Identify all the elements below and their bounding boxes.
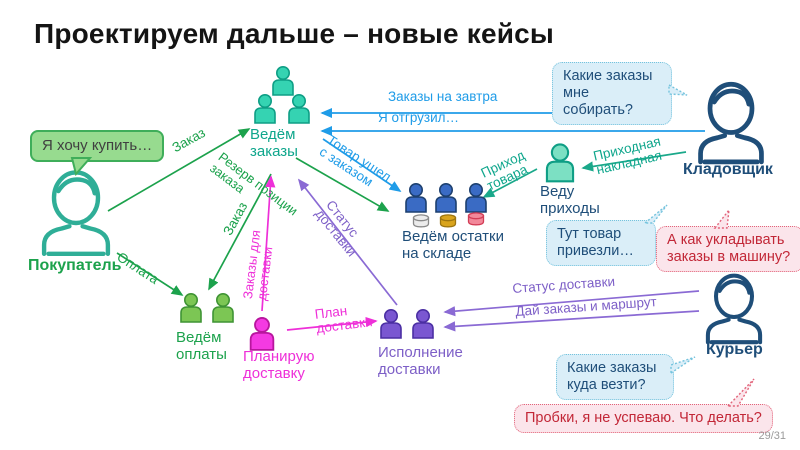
- flow-label-orders-for-tomorrow: Заказы на завтра: [388, 89, 498, 104]
- buyer-speech-bubble: Я хочу купить…: [30, 130, 165, 176]
- courier-bust-icon: [699, 272, 769, 344]
- arrow-goods-left-with-order: [322, 138, 402, 192]
- warehouse-keeper-bust-icon: [692, 80, 770, 164]
- stock-people-group-icon: [405, 183, 487, 228]
- buyer-speech-text: Я хочу купить…: [42, 137, 153, 154]
- delivery-execution-node-label: Исполнение доставки: [378, 344, 463, 378]
- orders-people-group-icon: [254, 66, 310, 124]
- keeper-bubble-how-to-load: А как укладывать заказы в машину?: [656, 207, 800, 273]
- speech-tail-icon: [670, 356, 696, 375]
- cylinder-icon-gold: [439, 214, 457, 228]
- arrow-delivery-status-from-courier: [443, 290, 700, 317]
- receipts-person-icon: [545, 143, 575, 183]
- keeper-bubble-which-orders-text: Какие заказы мне собирать?: [563, 68, 653, 119]
- page-title: Проектируем дальше – новые кейсы: [34, 18, 555, 49]
- arrow-orders-for-delivery: [261, 175, 276, 312]
- speech-tail-icon: [713, 207, 730, 229]
- arrow-payment: [116, 252, 184, 296]
- courier-bubble-where-to-text: Какие заказы куда везти?: [567, 360, 657, 394]
- keeper-bubble-goods-arrived: Тут товар привезли…: [546, 204, 668, 267]
- keeper-bubble-how-to-load-text: А как укладывать заказы в машину?: [667, 232, 791, 266]
- buyer-label: Покупатель: [28, 257, 122, 274]
- receipts-node-label: Веду приходы: [540, 183, 600, 217]
- buyer-bust-icon: [36, 168, 116, 256]
- keeper-bubble-goods-arrived-text: Тут товар привезли…: [557, 226, 634, 260]
- orders-node-label: Ведём заказы: [250, 126, 298, 160]
- cylinder-icon-pink: [467, 212, 485, 226]
- payments-node-label: Ведём оплаты: [176, 329, 227, 363]
- courier-label: Курьер: [706, 341, 763, 358]
- courier-bubble-traffic: Пробки, я не успеваю. Что делать?: [514, 378, 773, 434]
- arrow-goods-receipt: [482, 168, 538, 198]
- stock-node-label: Ведём остатки на складе: [402, 228, 504, 262]
- courier-bubble-traffic-text: Пробки, я не успеваю. Что делать?: [525, 410, 762, 426]
- delivery-planning-node-label: Планирую доставку: [243, 348, 315, 382]
- delivery-execution-people-group-icon: [380, 308, 434, 339]
- arrow-give-orders-and-route: [443, 310, 700, 332]
- cylinder-icon-silver: [412, 214, 430, 228]
- speech-tail-icon: [70, 156, 93, 176]
- payments-people-group-icon: [180, 292, 234, 323]
- flow-label-i-shipped: Я отгрузил…: [378, 110, 460, 125]
- keeper-bubble-which-orders: Какие заказы мне собирать?: [552, 62, 688, 126]
- courier-bubble-where-to: Какие заказы куда везти?: [556, 354, 696, 401]
- speech-tail-icon: [643, 204, 668, 224]
- page-number: 29/31: [758, 430, 786, 442]
- warehouse-keeper-label: Кладовщик: [683, 161, 773, 178]
- speech-tail-icon: [668, 83, 688, 96]
- arrow-order-from-buyer: [107, 128, 251, 212]
- arrow-delivery-plan: [286, 316, 378, 331]
- arrow-order-to-payments: [208, 173, 272, 291]
- arrow-receipt-invoice: [581, 151, 687, 172]
- arrow-order-position-reserve: [295, 157, 390, 212]
- delivery-planning-person-icon: [249, 317, 275, 351]
- arrow-delivery-status-to-orders: [297, 178, 398, 306]
- speech-tail-icon: [726, 378, 755, 407]
